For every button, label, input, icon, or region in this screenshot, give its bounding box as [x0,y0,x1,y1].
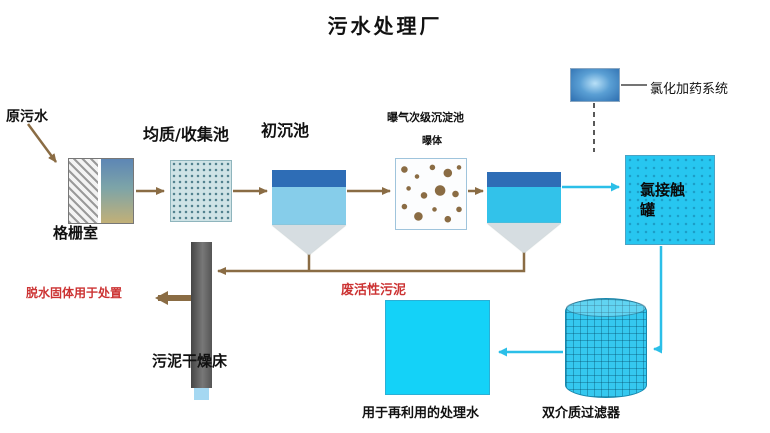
primary-clarifier [272,170,346,255]
waste-sludge-return-line [217,252,526,275]
chlorine-contact-tank-box: 氯接触罐 [625,155,715,245]
grid-room-screen-pattern [69,159,101,223]
sludge-drying-bed-bar [191,242,212,388]
primary-clarifier-body [272,187,346,225]
secondary-clarifier-scum-band [487,172,561,187]
chlorine-contact-tank-label: 氯接触罐 [640,181,686,220]
aeration-body-label: 曝体 [422,136,442,147]
raw-sewage-arrow [26,123,58,163]
collection-tank-label: 均质/收集池 [143,125,229,144]
sludge-drying-bed-label: 污泥干燥床 [152,352,228,370]
aeration-tank-box [395,158,467,230]
collection-tank-box [170,160,232,222]
dual-media-filter-cylinder [565,298,647,398]
chlorination-dosing-box [570,68,620,102]
chlorine-to-filter-line [653,246,663,354]
dual-media-filter-label: 双介质过滤器 [542,406,621,421]
diagram-title: 污水处理厂 [327,14,443,38]
reuse-water-label: 用于再利用的处理水 [362,406,480,421]
reuse-water-box [385,300,490,395]
waste-activated-sludge-label: 废活性污泥 [341,283,407,298]
secondary-clarifier [487,172,561,253]
grid-room-box [68,158,134,224]
raw-sewage-label: 原污水 [6,109,48,125]
chlorination-system-label: 氯化加药系统 [650,82,729,97]
grid-room-gradient-fill [100,159,133,223]
primary-clarifier-scum-band [272,170,346,187]
primary-clarifier-funnel [272,225,346,255]
sludge-drying-bed-outlet [194,386,209,400]
secondary-clarifier-body [487,187,561,223]
dewatered-solids-label: 脱水固体用于处置 [26,286,123,300]
secondary-clarifier-funnel [487,223,561,253]
aeration-tank-label: 曝气次级沉淀池 [387,111,464,124]
grid-room-label: 格栅室 [53,224,99,242]
primary-tank-label: 初沉池 [261,121,310,140]
